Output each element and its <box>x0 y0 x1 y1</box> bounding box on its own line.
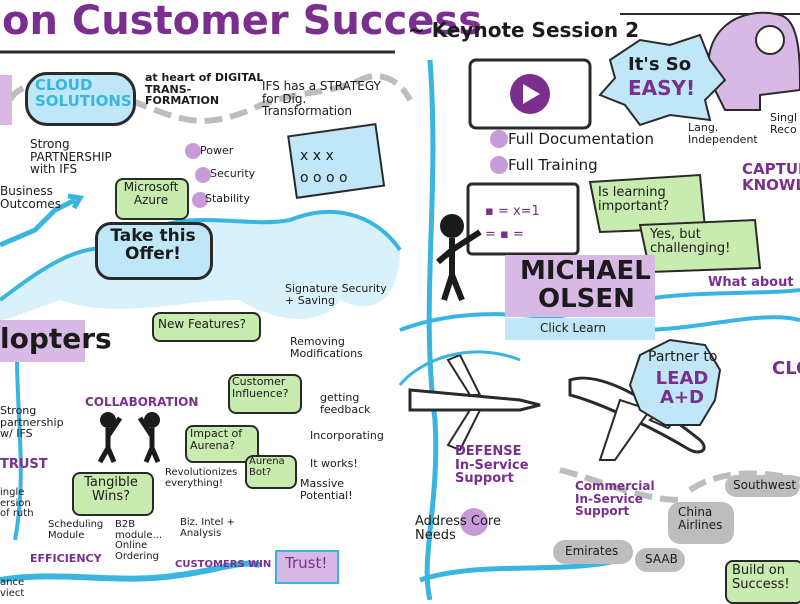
saab-pill <box>635 548 685 572</box>
incorporating-label: Incorporating <box>310 429 384 442</box>
build-success-label: Build on Success! <box>732 563 790 592</box>
china-airlines-label: China Airlines <box>678 505 723 532</box>
signature-label: Signature Security + Saving <box>285 282 387 307</box>
svg-text:x x x: x x x <box>300 148 334 164</box>
svg-text:o o o o: o o o o <box>300 170 348 186</box>
adopters-banner <box>0 320 85 362</box>
impact-aurena-box <box>185 425 259 463</box>
bullet-dot <box>490 130 508 148</box>
full-training-label: Full Training <box>508 156 598 174</box>
tangible-box <box>72 472 154 516</box>
tangible-label: Tangible Wins? <box>84 475 138 504</box>
easy-label: EASY! <box>628 76 696 100</box>
single-version-label: ingle ersion of ruth <box>0 487 34 519</box>
azure-label: Microsoft Azure <box>123 180 179 207</box>
impact-aurena-label: Impact of Aurena? <box>190 427 243 452</box>
digital-transformation-label: at heart of DIGITAL TRANS- FORMATION <box>145 71 264 108</box>
lang-independent-label: Lang. Independent <box>688 121 758 146</box>
aurena-bot-box <box>245 455 297 489</box>
scheduling-label: Scheduling Module <box>48 519 104 541</box>
revolutionizes-label: Revolutionizes everything! <box>165 467 238 489</box>
trust-box-label: Trust! <box>285 554 328 572</box>
defense-label: DEFENSE In-Service Support <box>455 444 529 487</box>
bullet-dot <box>490 156 508 174</box>
efficiency-label: EFFICIENCY <box>30 552 102 565</box>
commercial-label: Commercial In-Service Support <box>575 479 655 519</box>
trust-label: TRUST <box>0 457 48 472</box>
single-reco-label: Singl Reco <box>770 111 798 136</box>
bottom-left-label: ance viect <box>0 577 25 599</box>
full-documentation-label: Full Documentation <box>508 130 655 148</box>
security-label: Security <box>210 167 256 180</box>
removing-label: Removing Modifications <box>290 335 363 360</box>
power-label: Power <box>200 144 234 157</box>
learning-question: Is learning important? <box>598 185 670 214</box>
take-offer-label: Take this Offer! <box>110 226 196 264</box>
azure-box <box>115 178 189 220</box>
aurena-bot-label: Aurena Bot? <box>249 456 285 478</box>
learning-answer: Yes, but challenging! <box>650 227 731 256</box>
b2b-label: B2B module... Online Ordering <box>115 519 163 562</box>
collaboration-label: COLLABORATION <box>85 395 199 409</box>
it-works-label: It works! <box>310 457 358 470</box>
customer-influence-label: Customer Influence? <box>232 375 289 400</box>
take-offer-bubble <box>95 222 213 280</box>
speaker-banner <box>505 255 655 317</box>
southwest-pill <box>725 475 800 497</box>
speaker-last-name: OLSEN <box>538 284 635 314</box>
bullet-dot <box>185 143 201 159</box>
southwest-label: Southwest <box>733 478 797 492</box>
bullet-dot <box>460 508 488 536</box>
china-airlines-pill <box>668 502 734 544</box>
biz-intel-label: Biz. Intel + Analysis <box>180 517 235 539</box>
cloud-solutions-cloud <box>25 72 136 126</box>
lead-ad-label: LEAD A+D <box>655 368 709 408</box>
address-core-label: Address Core Needs <box>415 514 501 543</box>
emirates-label: Emirates <box>565 544 619 558</box>
strategy-label: IFS has a STRATEGY for Dig. Transformati… <box>262 79 381 119</box>
saab-label: SAAB <box>645 552 678 566</box>
its-so-label: It's So <box>628 54 692 75</box>
partnership-label: Strong PARTNERSHIP with IFS <box>30 137 112 177</box>
speaker-company: Click Learn <box>540 321 606 335</box>
cloud-solutions-label: CLOUD SOLUTIONS <box>35 76 132 110</box>
customer-influence-box <box>228 374 302 414</box>
adopters-label: lopters <box>0 322 112 355</box>
partner-to-label: Partner to <box>648 349 718 365</box>
bullet-dot <box>192 192 208 208</box>
capture-knowledge-label: CAPTUR KNOWL <box>742 160 800 194</box>
new-features-box <box>152 312 261 342</box>
page-title: on Customer Success <box>2 0 483 44</box>
strong-partnership-label: Strong partnership w/ IFS <box>0 404 64 441</box>
svg-text:= ▪ =: = ▪ = <box>485 227 524 242</box>
stability-label: Stability <box>205 192 251 205</box>
lilac-accent <box>0 75 12 125</box>
speaker-company-bar <box>505 318 655 340</box>
massive-label: Massive Potential! <box>300 477 353 502</box>
new-features-label: New Features? <box>158 317 246 331</box>
trust-box <box>275 550 339 584</box>
svg-text:▪ = x=1: ▪ = x=1 <box>485 204 540 219</box>
customers-win-label: CUSTOMERS WIN <box>175 559 272 570</box>
clo-label: CLO <box>772 358 800 379</box>
session-subtitle: ~ Keynote Session 2 <box>408 18 640 42</box>
emirates-pill <box>553 540 633 564</box>
getting-feedback-label: getting feedback <box>320 391 371 416</box>
bullet-dot <box>195 167 211 183</box>
speaker-first-name: MICHAEL <box>520 256 651 286</box>
business-outcomes-label: Business Outcomes <box>0 184 62 211</box>
what-about-label: What about <box>708 275 794 290</box>
